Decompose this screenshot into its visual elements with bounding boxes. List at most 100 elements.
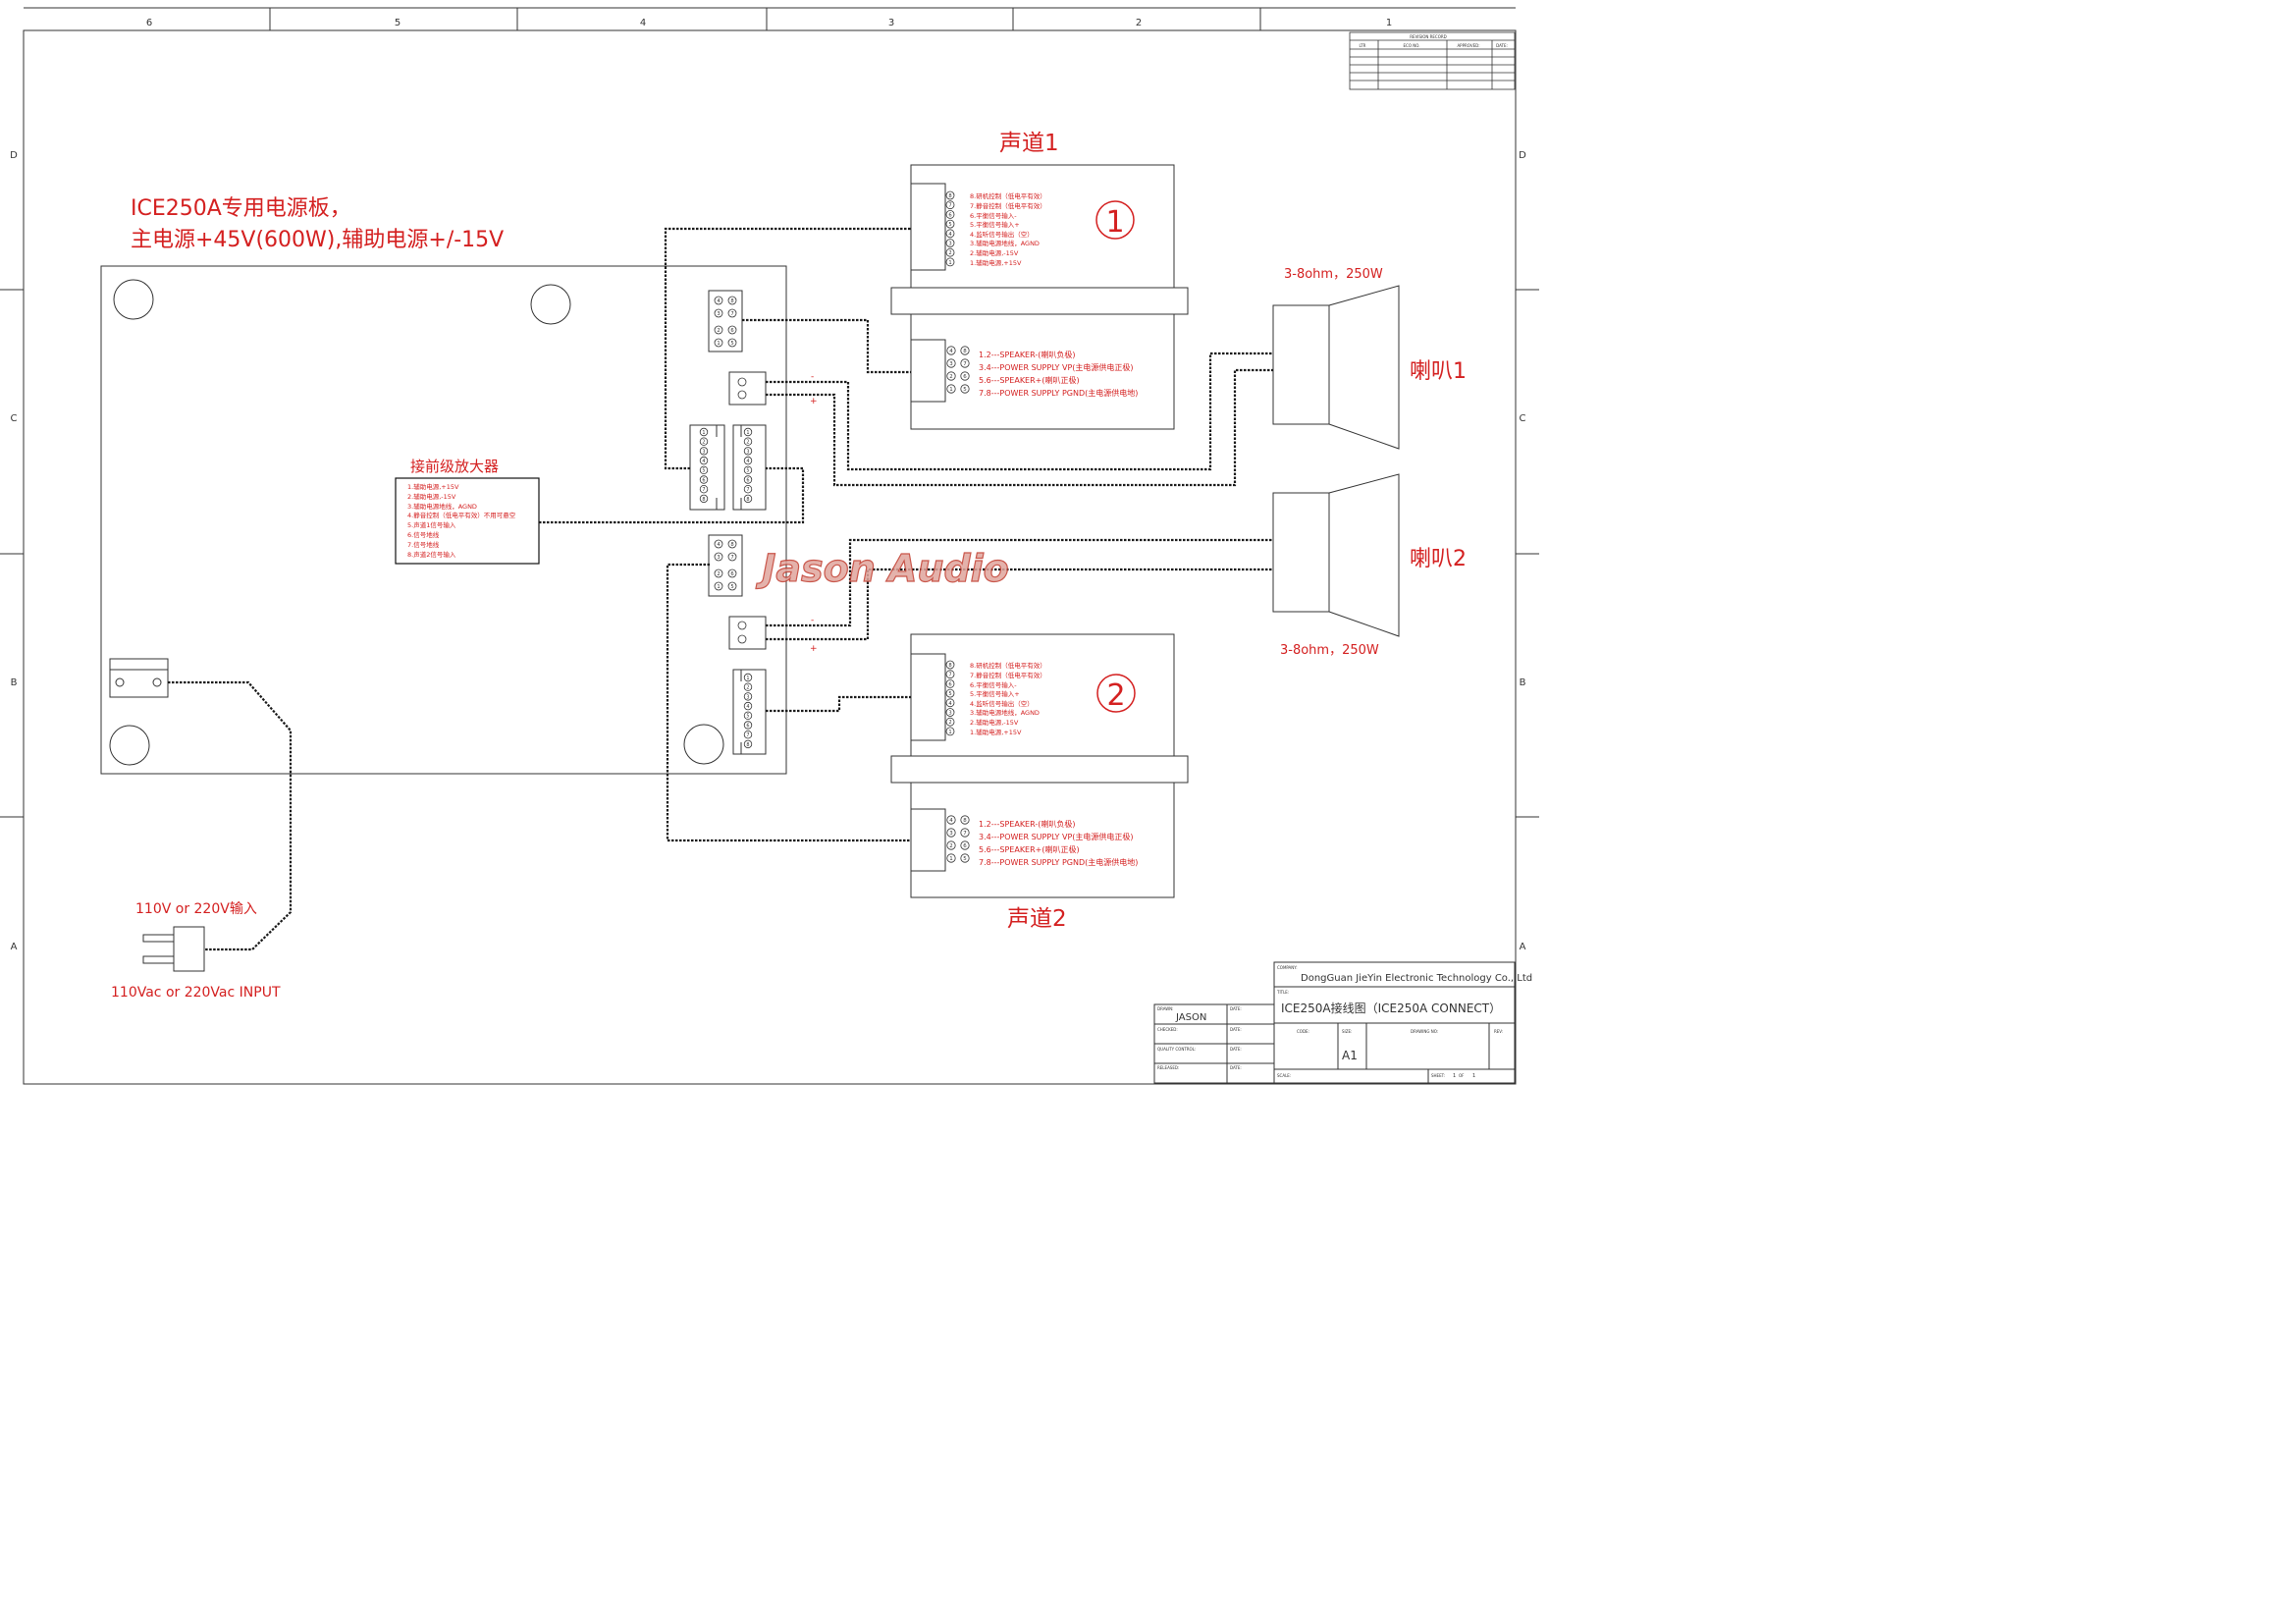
board-signal-right-pin-5: 5 [743, 465, 753, 474]
channel1-signal-pin-1: 1.辅助电源,+15V [970, 258, 1022, 267]
preamp-pin-1: 1.辅助电源,+15V [407, 482, 459, 491]
svg-text:2: 2 [948, 250, 951, 256]
svg-text:7: 7 [746, 487, 749, 493]
channel1-title: 声道1 [999, 131, 1059, 156]
checked-label: CHECKED: [1157, 1027, 1178, 1032]
board-ch2-power-header [708, 534, 743, 597]
svg-text:2: 2 [746, 440, 749, 446]
wire-speaker2-a [766, 538, 1273, 627]
svg-text:5: 5 [948, 691, 951, 697]
svg-text:1: 1 [949, 856, 952, 862]
board-ch2-power-pin-7: 7 [727, 552, 737, 562]
company-label: COMPANY: [1277, 965, 1298, 970]
mount-hole-top-mid [530, 284, 571, 325]
zone-col-3: 3 [888, 18, 894, 28]
channel2-badge: 2 [1106, 678, 1125, 713]
svg-text:1: 1 [948, 730, 951, 735]
svg-text:4: 4 [949, 349, 953, 354]
channel1-signal-pin-2: 2.辅助电源,-15V [970, 248, 1019, 257]
svg-text:2: 2 [717, 328, 720, 334]
zone-row-d-left: D [10, 150, 18, 161]
revision-header-ltr: LTR [1360, 43, 1366, 48]
svg-text:8: 8 [963, 349, 967, 354]
board-signal-ch2-pin-1: 1 [743, 673, 753, 682]
channel2-signal-pin-7: 7.静音控制（低电平有效） [970, 671, 1046, 679]
board-ch1-speaker-terminal-a [737, 377, 747, 387]
wires [168, 227, 1273, 951]
svg-text:1: 1 [717, 341, 720, 347]
ch1-signal-pin-7: 7 [945, 200, 955, 210]
preamp-pin-8: 8.声道2信号输入 [407, 550, 456, 559]
preamp-box: 1.辅助电源,+15V 2.辅助电源,-15V 3.辅助电源地线，AGND 4.… [395, 477, 540, 565]
board-ch2-power-pin-3: 3 [714, 552, 723, 562]
ch1-power-pin-4: 4 [946, 346, 956, 355]
released-label: RELEASED: [1157, 1065, 1179, 1070]
channel2-signal-pin-8: 8.研机控制（低电平有效） [970, 661, 1046, 670]
svg-text:5: 5 [730, 584, 733, 590]
ch2-terminal-plus: + [810, 644, 818, 654]
ch2-power-pin-7: 7 [960, 828, 970, 838]
date-label-1: DATE: [1230, 1006, 1242, 1011]
speaker1-spec: 3-8ohm，250W [1284, 267, 1383, 282]
board-signal-right-pin-3: 3 [743, 447, 753, 456]
input-label-top: 110V or 220V输入 [135, 901, 257, 917]
zone-col-1: 1 [1386, 18, 1392, 28]
svg-text:3: 3 [746, 449, 749, 455]
speaker2-icon [1272, 473, 1400, 637]
preamp-pin-2: 2.辅助电源,-15V [407, 492, 456, 501]
ch1-power-pin-6: 6 [960, 371, 970, 381]
channel1-signal-pin-4: 4.监听信号输出（空） [970, 230, 1034, 239]
wire-ac-input [168, 680, 293, 951]
svg-text:3: 3 [702, 449, 705, 455]
date-label-2: DATE: [1230, 1027, 1242, 1032]
sheet-total: 1 [1472, 1073, 1475, 1079]
zone-col-2: 2 [1136, 18, 1142, 28]
channel2-signal-pin-1: 1.辅助电源,+15V [970, 728, 1022, 736]
svg-text:2: 2 [717, 571, 720, 577]
ch1-signal-pin-1: 1 [945, 257, 955, 267]
svg-text:1: 1 [949, 387, 952, 393]
title-label: TITLE: [1276, 990, 1289, 995]
svg-text:2: 2 [949, 843, 952, 849]
sheet-number: 1 [1453, 1073, 1456, 1079]
svg-text:6: 6 [702, 477, 705, 483]
channel2-signal-pin-3: 3.辅助电源地线，AGND [970, 708, 1040, 717]
board-signal-right-pin-4: 4 [743, 456, 753, 465]
svg-text:8: 8 [730, 298, 733, 304]
svg-text:3: 3 [948, 711, 951, 717]
board-ch1-speaker-terminal [728, 371, 767, 406]
preamp-title: 接前级放大器 [410, 458, 499, 475]
svg-text:3: 3 [949, 831, 953, 837]
svg-text:5: 5 [746, 714, 749, 720]
channel1-badge: 1 [1105, 205, 1124, 240]
wire-preamp [539, 466, 805, 524]
svg-text:1: 1 [702, 430, 705, 436]
ch2-power-pin-6: 6 [960, 840, 970, 850]
board-ch1-power-pin-6: 6 [727, 325, 737, 335]
sheet-label: SHEET: [1431, 1073, 1445, 1078]
ch2-signal-pin-1: 1 [945, 727, 955, 736]
size-label: SIZE: [1342, 1029, 1352, 1034]
board-ch2-power-pin-6: 6 [727, 568, 737, 578]
board-signal-left-pin-6: 6 [699, 475, 709, 484]
ch1-signal-pin-5: 5 [945, 219, 955, 229]
svg-text:7: 7 [948, 203, 951, 209]
zone-row-a-right: A [1520, 942, 1526, 952]
svg-text:2: 2 [702, 440, 705, 446]
board-signal-left-pin-1: 1 [699, 427, 709, 437]
svg-text:7: 7 [963, 361, 966, 367]
svg-text:8: 8 [948, 663, 951, 669]
revision-header-eco: ECO NO. [1404, 43, 1420, 48]
channel2-power-pin-12: 1.2---SPEAKER-(喇叭负极) [979, 819, 1075, 829]
ch2-terminal-minus: - [811, 616, 814, 625]
ch2-signal-pin-8: 8 [945, 660, 955, 670]
svg-text:3: 3 [948, 242, 951, 247]
ch1-power-pin-2: 2 [946, 371, 956, 381]
svg-text:8: 8 [746, 742, 749, 748]
wire-ch2-power [666, 563, 911, 842]
board-signal-right-pin-1: 1 [743, 427, 753, 437]
preamp-pin-6: 6.信号地线 [407, 530, 440, 539]
